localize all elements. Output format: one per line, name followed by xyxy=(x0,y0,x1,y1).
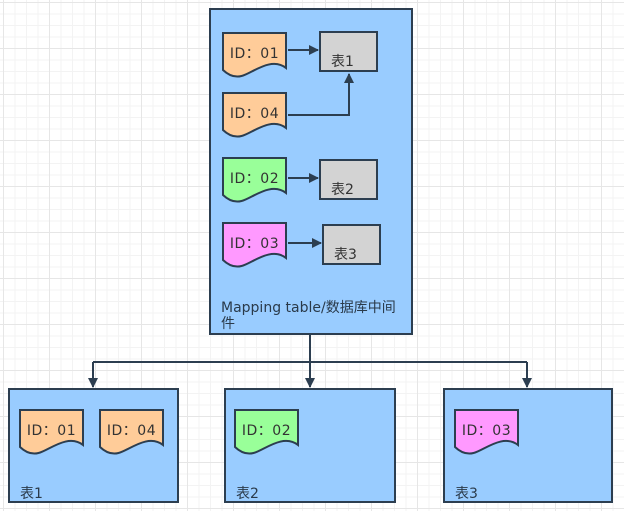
shard-id-doc: ID：01 xyxy=(19,409,84,455)
mapping-target-table-3: 表3 xyxy=(322,224,381,265)
shard-id-doc: ID：04 xyxy=(99,409,164,455)
mapping-id-doc: ID：04 xyxy=(222,92,287,138)
id-label: ID：01 xyxy=(26,423,77,439)
document-shape xyxy=(222,157,287,203)
document-shape xyxy=(454,409,519,455)
table-label: 表2 xyxy=(331,182,354,198)
id-label: ID：02 xyxy=(241,423,292,439)
document-shape xyxy=(19,409,84,455)
shard-table-2: 表2 xyxy=(224,388,396,503)
mapping-table-label-line2: 件 xyxy=(221,316,235,332)
id-label: ID：04 xyxy=(106,423,157,439)
id-label: ID：03 xyxy=(229,236,280,252)
shard-id-doc: ID：02 xyxy=(234,409,299,455)
arrow-id04-to-table1 xyxy=(288,73,354,116)
id-label: ID：03 xyxy=(461,423,512,439)
table-label: 表1 xyxy=(331,54,354,70)
mapping-table-label: Mapping table/数据库中间 件 xyxy=(221,300,411,332)
id-label: ID：02 xyxy=(229,171,280,187)
shard-label: 表2 xyxy=(236,486,259,502)
document-shape xyxy=(222,32,287,78)
mapping-target-table-2: 表2 xyxy=(319,159,378,200)
document-shape xyxy=(222,222,287,268)
document-shape xyxy=(222,92,287,138)
document-shape xyxy=(234,409,299,455)
mapping-target-table-1: 表1 xyxy=(319,31,378,72)
id-label: ID：01 xyxy=(229,46,280,62)
shard-table-1: 表1 xyxy=(8,388,179,503)
shard-label: 表1 xyxy=(20,486,43,502)
shard-id-doc: ID：03 xyxy=(454,409,519,455)
document-shape xyxy=(99,409,164,455)
id-label: ID：04 xyxy=(229,106,280,122)
mapping-id-doc: ID：02 xyxy=(222,157,287,203)
mapping-id-doc: ID：01 xyxy=(222,32,287,78)
shard-label: 表3 xyxy=(455,486,478,502)
mapping-table-label-line1: Mapping table/数据库中间 xyxy=(221,300,396,316)
table-label: 表3 xyxy=(334,247,357,263)
mapping-id-doc: ID：03 xyxy=(222,222,287,268)
